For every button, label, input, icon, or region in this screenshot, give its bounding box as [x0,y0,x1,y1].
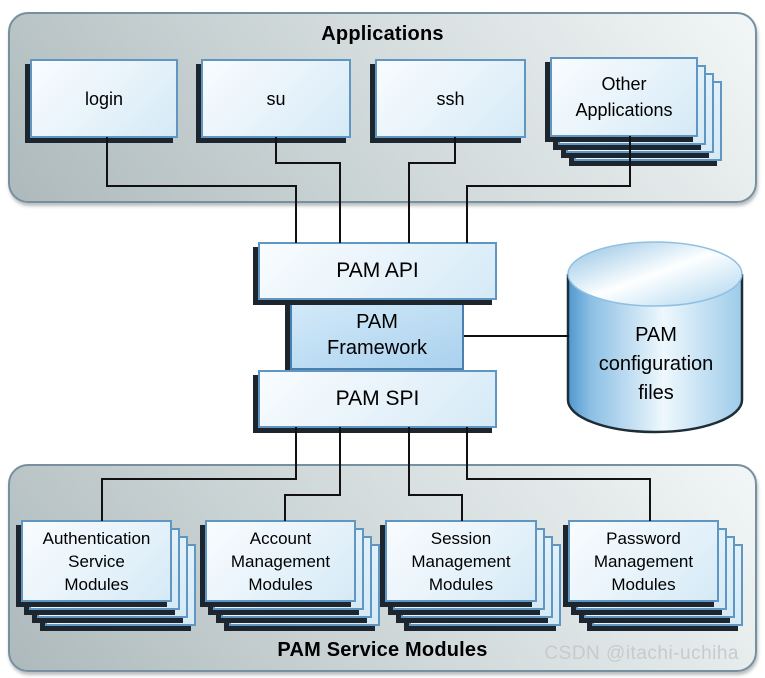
box-login-label: login [84,88,124,109]
box-pam-spi-label: PAM SPI [335,387,420,410]
box-pam-framework-label: PAM Framework [326,311,427,359]
box-pam-api-label: PAM API [336,259,419,282]
box-session-management-modules: Session Management Modules [385,520,537,602]
box-ssh-label: ssh [436,88,465,109]
box-pam-api: PAM API [258,242,497,300]
applications-group-title: Applications [321,23,444,45]
box-login: login [30,59,178,138]
box-password-management-modules-label: Password Management Modules [593,528,694,594]
box-password-management-modules: Password Management Modules [568,520,719,602]
stack-password-management-modules: Password Management Modules [568,520,743,626]
box-ssh: ssh [375,59,526,138]
box-session-management-modules-label: Session Management Modules [411,528,511,594]
box-other-applications-label: Other Applications [575,74,673,120]
box-pam-framework: PAM Framework [290,300,464,370]
stack-other-applications: Other Applications [550,57,722,161]
database-cylinder-top [567,241,743,307]
stack-authentication-service-modules: Authentication Service Modules [21,520,196,626]
box-su: su [201,59,351,138]
box-account-management-modules: Account Management Modules [205,520,356,602]
stack-account-management-modules: Account Management Modules [205,520,380,626]
box-other-applications: Other Applications [550,57,698,137]
config-files-label: PAM configuration files [598,324,714,404]
service-modules-group-title: PAM Service Modules [277,639,488,661]
box-authentication-service-modules-label: Authentication Service Modules [42,528,151,594]
box-authentication-service-modules: Authentication Service Modules [21,520,172,602]
box-pam-spi: PAM SPI [258,370,497,428]
box-account-management-modules-label: Account Management Modules [230,528,331,594]
watermark: CSDN @itachi-uchiha [544,643,739,664]
stack-session-management-modules: Session Management Modules [385,520,561,626]
box-su-label: su [266,88,286,109]
